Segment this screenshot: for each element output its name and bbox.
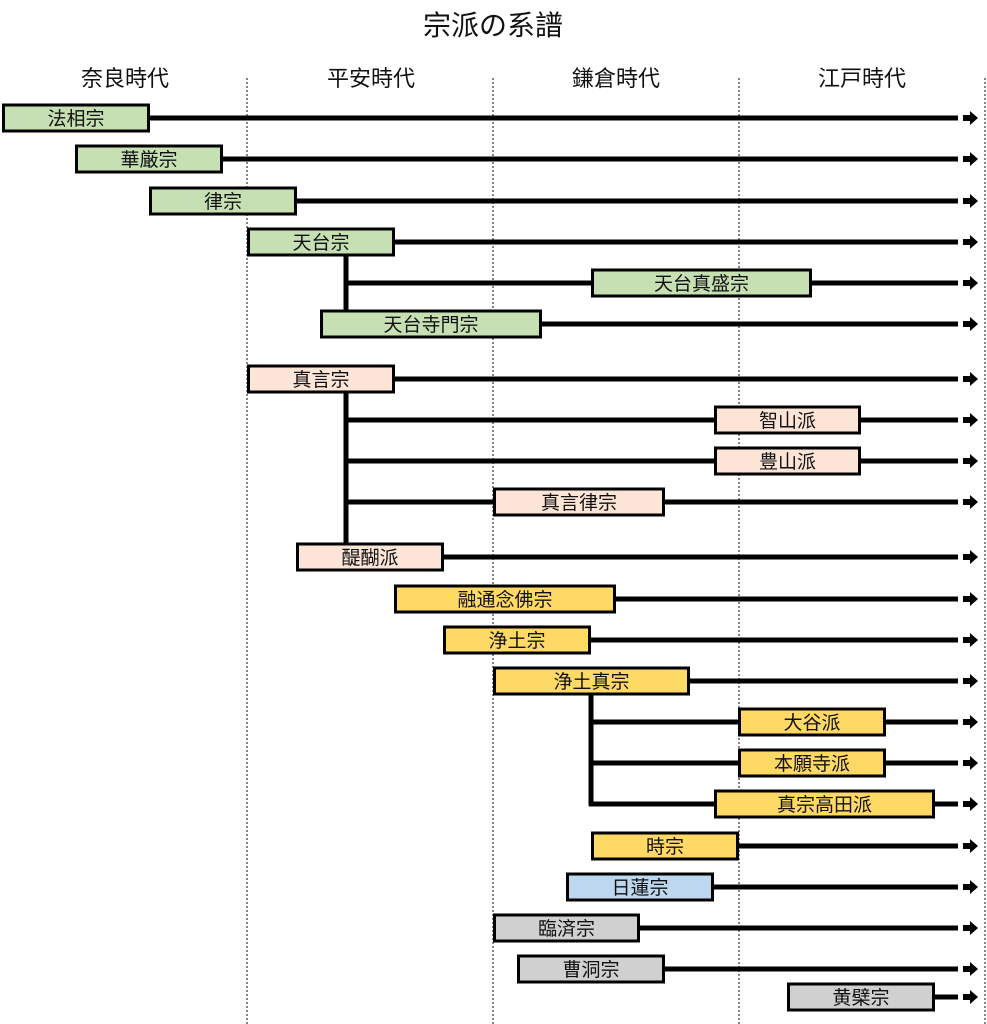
sect-box: 真言律宗: [493, 487, 665, 517]
sect-box: 天台宗: [247, 227, 395, 257]
era-label: 平安時代: [327, 67, 415, 92]
sect-box: 融通念佛宗: [394, 584, 616, 614]
sect-label: 真言律宗: [541, 492, 617, 514]
sect-box: 日蓮宗: [566, 872, 714, 902]
arrow-right-icon: [963, 454, 978, 468]
sect-box: 真宗高田派: [714, 789, 935, 819]
arrow-right-icon: [963, 152, 978, 166]
sect-box: 浄土真宗: [493, 666, 690, 696]
sect-box: 豊山派: [714, 446, 861, 476]
sect-box: 律宗: [149, 186, 297, 216]
sect-box: 黄檗宗: [787, 982, 935, 1012]
sect-box: 法相宗: [2, 103, 150, 133]
sect-label: 豊山派: [759, 451, 816, 473]
sect-box: 醍醐派: [296, 542, 444, 572]
arrow-right-icon: [963, 413, 978, 427]
sect-label: 天台宗: [292, 232, 349, 254]
arrow-right-icon: [963, 921, 978, 935]
diagram-title: 宗派の系譜: [423, 9, 563, 42]
era-label: 鎌倉時代: [572, 67, 660, 92]
arrow-right-icon: [963, 495, 978, 509]
sect-label: 華厳宗: [120, 149, 177, 171]
sect-label: 本願寺派: [774, 753, 850, 775]
arrow-right-icon: [963, 372, 978, 386]
sect-label: 臨済宗: [538, 918, 595, 940]
sect-label: 曹洞宗: [562, 959, 619, 981]
arrow-right-icon: [963, 550, 978, 564]
arrow-right-icon: [963, 317, 978, 331]
sect-box: 浄土宗: [443, 625, 591, 655]
sect-box: 時宗: [591, 831, 739, 861]
sect-label: 日蓮宗: [611, 877, 668, 899]
sect-label: 融通念佛宗: [457, 588, 552, 611]
sect-label: 天台寺門宗: [383, 314, 478, 336]
sect-box: 真言宗: [247, 364, 395, 394]
sect-box: 本願寺派: [738, 748, 886, 778]
arrow-right-icon: [963, 839, 978, 853]
sect-box: 華厳宗: [75, 144, 223, 174]
sect-label: 真宗高田派: [777, 794, 872, 816]
arrow-right-icon: [963, 592, 978, 606]
sect-label: 醍醐派: [341, 547, 398, 569]
arrow-right-icon: [963, 990, 978, 1004]
arrow-right-icon: [963, 880, 978, 894]
sect-box: 天台寺門宗: [320, 309, 542, 339]
sect-label: 真言宗: [292, 369, 349, 391]
arrow-right-icon: [963, 674, 978, 688]
arrow-right-icon: [963, 276, 978, 290]
sect-box: 臨済宗: [493, 913, 640, 943]
arrow-right-icon: [963, 194, 978, 208]
sect-box: 曹洞宗: [517, 954, 665, 984]
sect-label: 時宗: [646, 836, 684, 858]
sect-label: 律宗: [204, 191, 242, 213]
sect-label: 天台真盛宗: [654, 273, 749, 295]
arrow-right-icon: [963, 756, 978, 770]
arrow-right-icon: [963, 715, 978, 729]
sect-label: 浄土宗: [488, 630, 545, 652]
sect-label: 黄檗宗: [832, 987, 889, 1009]
arrow-right-icon: [963, 962, 978, 976]
arrow-right-icon: [963, 111, 978, 125]
sect-box: 大谷派: [738, 707, 886, 737]
sect-label: 智山派: [759, 410, 816, 432]
era-label: 江戸時代: [818, 67, 906, 92]
sect-label: 大谷派: [783, 712, 840, 734]
sect-label: 浄土真宗: [553, 671, 629, 693]
era-label: 奈良時代: [81, 67, 169, 92]
arrow-right-icon: [963, 633, 978, 647]
sect-label: 法相宗: [47, 108, 104, 130]
arrow-right-icon: [963, 235, 978, 249]
sect-box: 天台真盛宗: [591, 268, 812, 298]
sect-box: 智山派: [714, 405, 861, 435]
arrow-right-icon: [963, 797, 978, 811]
